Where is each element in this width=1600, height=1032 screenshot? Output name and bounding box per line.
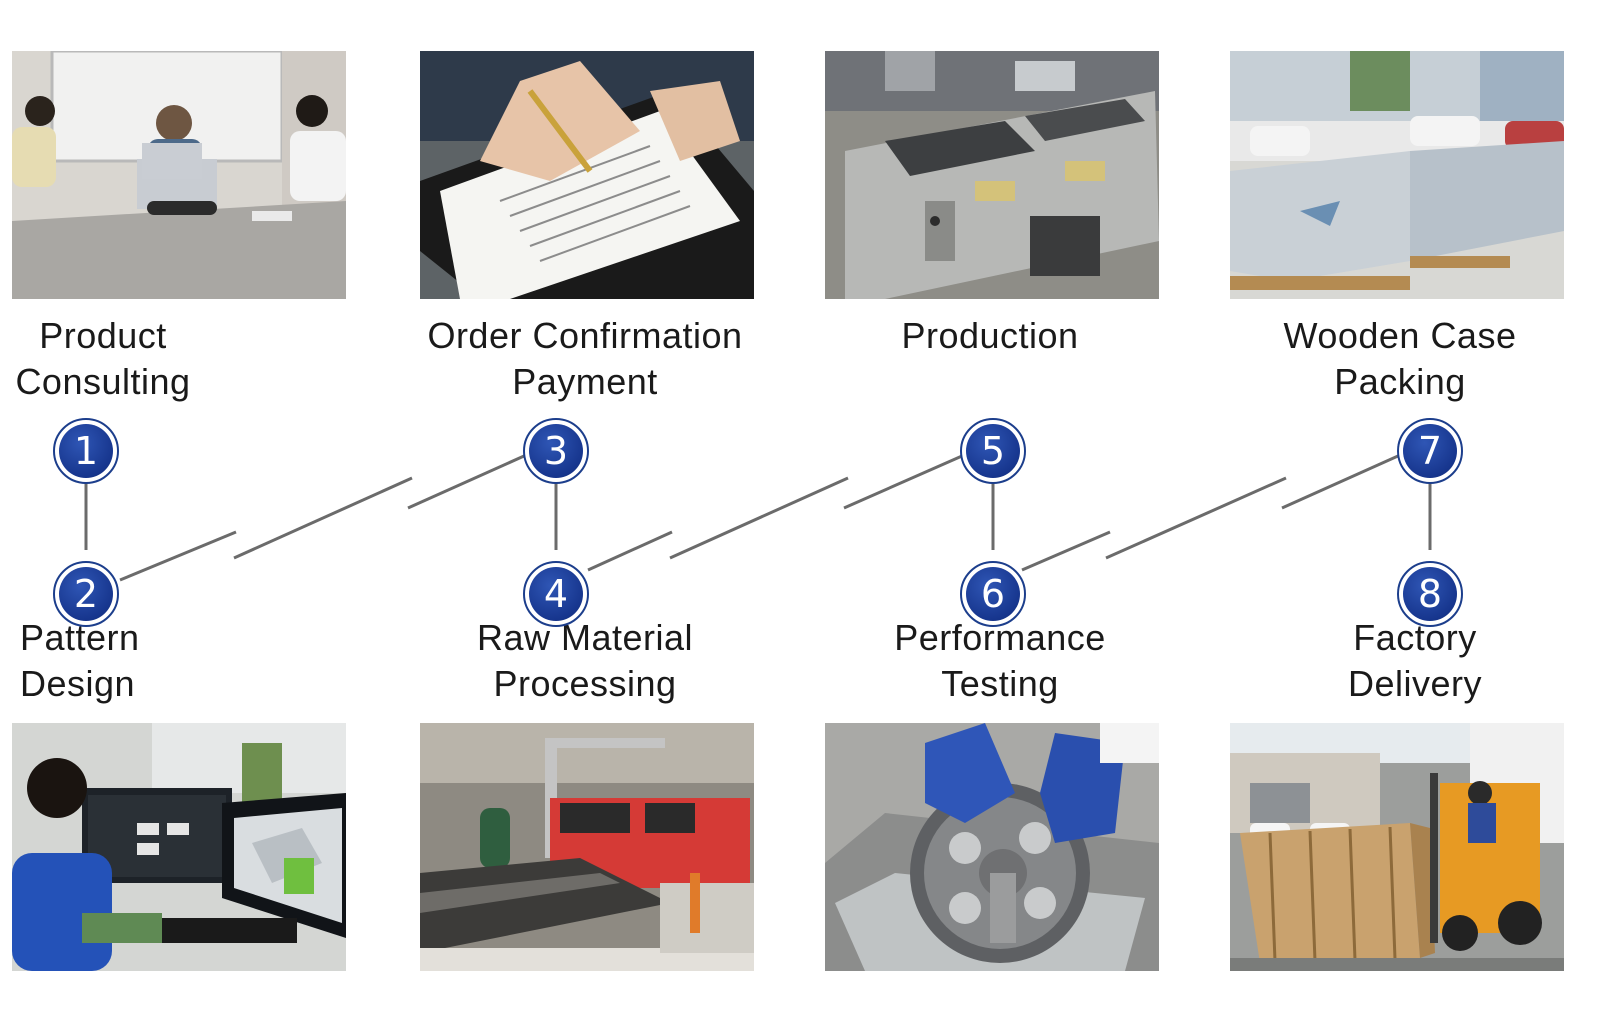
connector-2-3-a bbox=[119, 530, 237, 582]
cad-design-photo bbox=[12, 723, 346, 971]
gear-cleaning-photo bbox=[825, 723, 1159, 971]
step-3-label-line-2: Payment bbox=[512, 361, 658, 402]
step-8-label-line-2: Delivery bbox=[1347, 663, 1483, 704]
meeting-photo bbox=[12, 51, 346, 299]
connector-4-5-b bbox=[669, 476, 849, 560]
step-6-node: 6 bbox=[960, 561, 1026, 627]
step-7-node: 7 bbox=[1397, 418, 1463, 484]
forklift-delivery-photo bbox=[1230, 723, 1564, 971]
connector-2-3-b bbox=[233, 476, 413, 560]
step-1-node: 1 bbox=[53, 418, 119, 484]
step-1-label-line-2: Consulting bbox=[15, 361, 191, 402]
step-6-label: Performance Testing bbox=[885, 615, 1115, 707]
step-5-number: 5 bbox=[966, 424, 1020, 478]
laser-cutter-photo bbox=[420, 723, 754, 971]
step-7-label: Wooden Case Packing bbox=[1275, 313, 1525, 405]
connector-6-7-b bbox=[1105, 476, 1287, 560]
step-8-node: 8 bbox=[1397, 561, 1463, 627]
ultrasonic-tank-photo bbox=[825, 51, 1159, 299]
step-4-node: 4 bbox=[523, 561, 589, 627]
step-2-number: 2 bbox=[59, 567, 113, 621]
step-2-label: Pattern Design bbox=[20, 615, 140, 707]
step-8-label: Factory Delivery bbox=[1340, 615, 1490, 707]
contract-signing-photo bbox=[420, 51, 754, 299]
step-4-label: Raw Material Processing bbox=[470, 615, 700, 707]
connector-4-5-a bbox=[587, 530, 673, 572]
step-4-label-line-2: Processing bbox=[493, 663, 677, 704]
step-4-number: 4 bbox=[529, 567, 583, 621]
step-6-label-line-2: Testing bbox=[941, 663, 1059, 704]
step-1-label-line-1: Product bbox=[39, 315, 167, 356]
step-5-label: Production bbox=[880, 313, 1100, 359]
connector-4-5-c bbox=[843, 454, 963, 510]
step-3-number: 3 bbox=[529, 424, 583, 478]
connector-6-7-c bbox=[1281, 454, 1399, 510]
step-4-label-line-1: Raw Material bbox=[476, 617, 694, 658]
step-1-label: Product Consulting bbox=[12, 313, 194, 405]
step-2-node: 2 bbox=[53, 561, 119, 627]
connector-6-7-a bbox=[1021, 530, 1111, 572]
step-7-label-line-1: Wooden Case bbox=[1283, 315, 1517, 356]
step-7-label-line-2: Packing bbox=[1334, 361, 1466, 402]
step-1-number: 1 bbox=[59, 424, 113, 478]
step-7-number: 7 bbox=[1403, 424, 1457, 478]
step-3-node: 3 bbox=[523, 418, 589, 484]
step-8-label-line-1: Factory bbox=[1353, 617, 1477, 658]
step-3-label-line-1: Order Confirmation bbox=[427, 315, 743, 356]
step-8-number: 8 bbox=[1403, 567, 1457, 621]
step-2-label-line-2: Design bbox=[20, 663, 136, 704]
step-6-number: 6 bbox=[966, 567, 1020, 621]
packed-machines-photo bbox=[1230, 51, 1564, 299]
connector-2-3-c bbox=[407, 454, 525, 510]
step-3-label: Order Confirmation Payment bbox=[420, 313, 750, 405]
step-5-label-line-1: Production bbox=[901, 315, 1079, 356]
step-5-node: 5 bbox=[960, 418, 1026, 484]
